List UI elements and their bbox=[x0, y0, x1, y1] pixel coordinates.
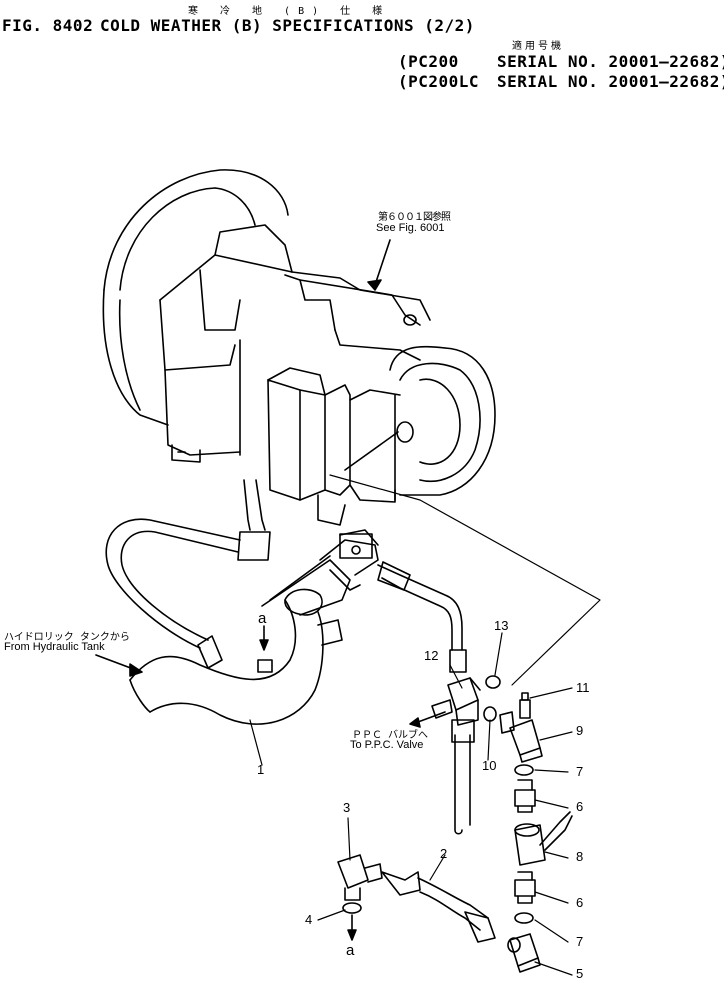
a-bottom-arrowhead bbox=[347, 929, 357, 941]
hydraulic-pump bbox=[159, 224, 496, 526]
callout-2: 2 bbox=[440, 846, 448, 861]
elbow-block bbox=[499, 692, 543, 763]
connector-6a bbox=[514, 779, 536, 813]
tee-fitting bbox=[431, 677, 481, 726]
o-ring-13 bbox=[485, 675, 501, 689]
see-fig-arrowhead bbox=[367, 279, 382, 291]
pump-drain-hose bbox=[237, 479, 271, 561]
ball-valve bbox=[514, 811, 573, 866]
to-ppc-arrowhead bbox=[409, 717, 421, 728]
callout-1: 1 bbox=[257, 762, 265, 777]
figure-title: COLD WEATHER (B) SPECIFICATIONS (2/2) bbox=[100, 16, 475, 35]
figure-title-jp: 寒 冷 地 (B) 仕 様 bbox=[188, 6, 391, 17]
connection-a-bottom: a bbox=[346, 942, 355, 959]
flywheel-housing bbox=[102, 169, 289, 426]
see-fig-leader bbox=[374, 239, 391, 286]
callout-7a: 7 bbox=[576, 764, 584, 779]
elbow-fitting bbox=[337, 854, 383, 901]
see-fig-note: See Fig. 6001 bbox=[376, 222, 445, 234]
callout-3: 3 bbox=[343, 800, 351, 815]
from-tank-arrowhead bbox=[129, 663, 143, 677]
connector-6b bbox=[514, 871, 536, 904]
hose bbox=[381, 871, 496, 943]
model-1: (PC200 bbox=[398, 52, 459, 71]
connection-a-top: a bbox=[258, 610, 267, 627]
callout-6a: 6 bbox=[576, 799, 584, 814]
to-ppc-note: To P.P.C. Valve bbox=[350, 739, 424, 751]
callout-9: 9 bbox=[576, 723, 584, 738]
see-fig-note-jp: 第６００１図参照 bbox=[378, 212, 451, 223]
reference-leader-line bbox=[329, 474, 601, 686]
callout-5: 5 bbox=[576, 966, 584, 981]
to-ppc-leader bbox=[417, 711, 446, 723]
figure-number: FIG. 8402 bbox=[2, 16, 94, 35]
a-top-arrowhead bbox=[259, 639, 269, 651]
serial-1: SERIAL NO. 20001–22682) bbox=[497, 52, 724, 71]
callout-12: 12 bbox=[424, 648, 439, 663]
from-tank-note-jp: ハイドロリック タンクから bbox=[4, 632, 130, 643]
callout-8: 8 bbox=[576, 849, 584, 864]
callout-6b: 6 bbox=[576, 895, 584, 910]
applicable-serial-jp: 適用号機 bbox=[512, 41, 564, 52]
callout-leaders bbox=[249, 632, 573, 976]
to-ppc-note-jp: ＰＰＣ バルブへ bbox=[352, 730, 429, 741]
from-tank-note: From Hydraulic Tank bbox=[4, 641, 105, 653]
o-ring-4 bbox=[342, 902, 362, 914]
o-ring-7b bbox=[514, 912, 534, 924]
loop-hose bbox=[105, 518, 241, 669]
callout-11: 11 bbox=[576, 680, 590, 695]
o-ring-7a bbox=[514, 764, 534, 776]
adapter-block bbox=[507, 933, 541, 973]
callout-13: 13 bbox=[494, 618, 509, 633]
mounting-bracket bbox=[319, 529, 379, 591]
o-ring-10 bbox=[483, 706, 497, 722]
ppc-lower-hose bbox=[451, 719, 475, 835]
suction-elbow-pipe bbox=[129, 555, 351, 725]
callout-4: 4 bbox=[305, 912, 313, 927]
model-2: (PC200LC bbox=[398, 72, 480, 91]
callout-7b: 7 bbox=[576, 934, 584, 949]
ppc-hose bbox=[377, 561, 467, 673]
callout-10: 10 bbox=[482, 758, 497, 773]
serial-2: SERIAL NO. 20001–22682) bbox=[497, 72, 724, 91]
